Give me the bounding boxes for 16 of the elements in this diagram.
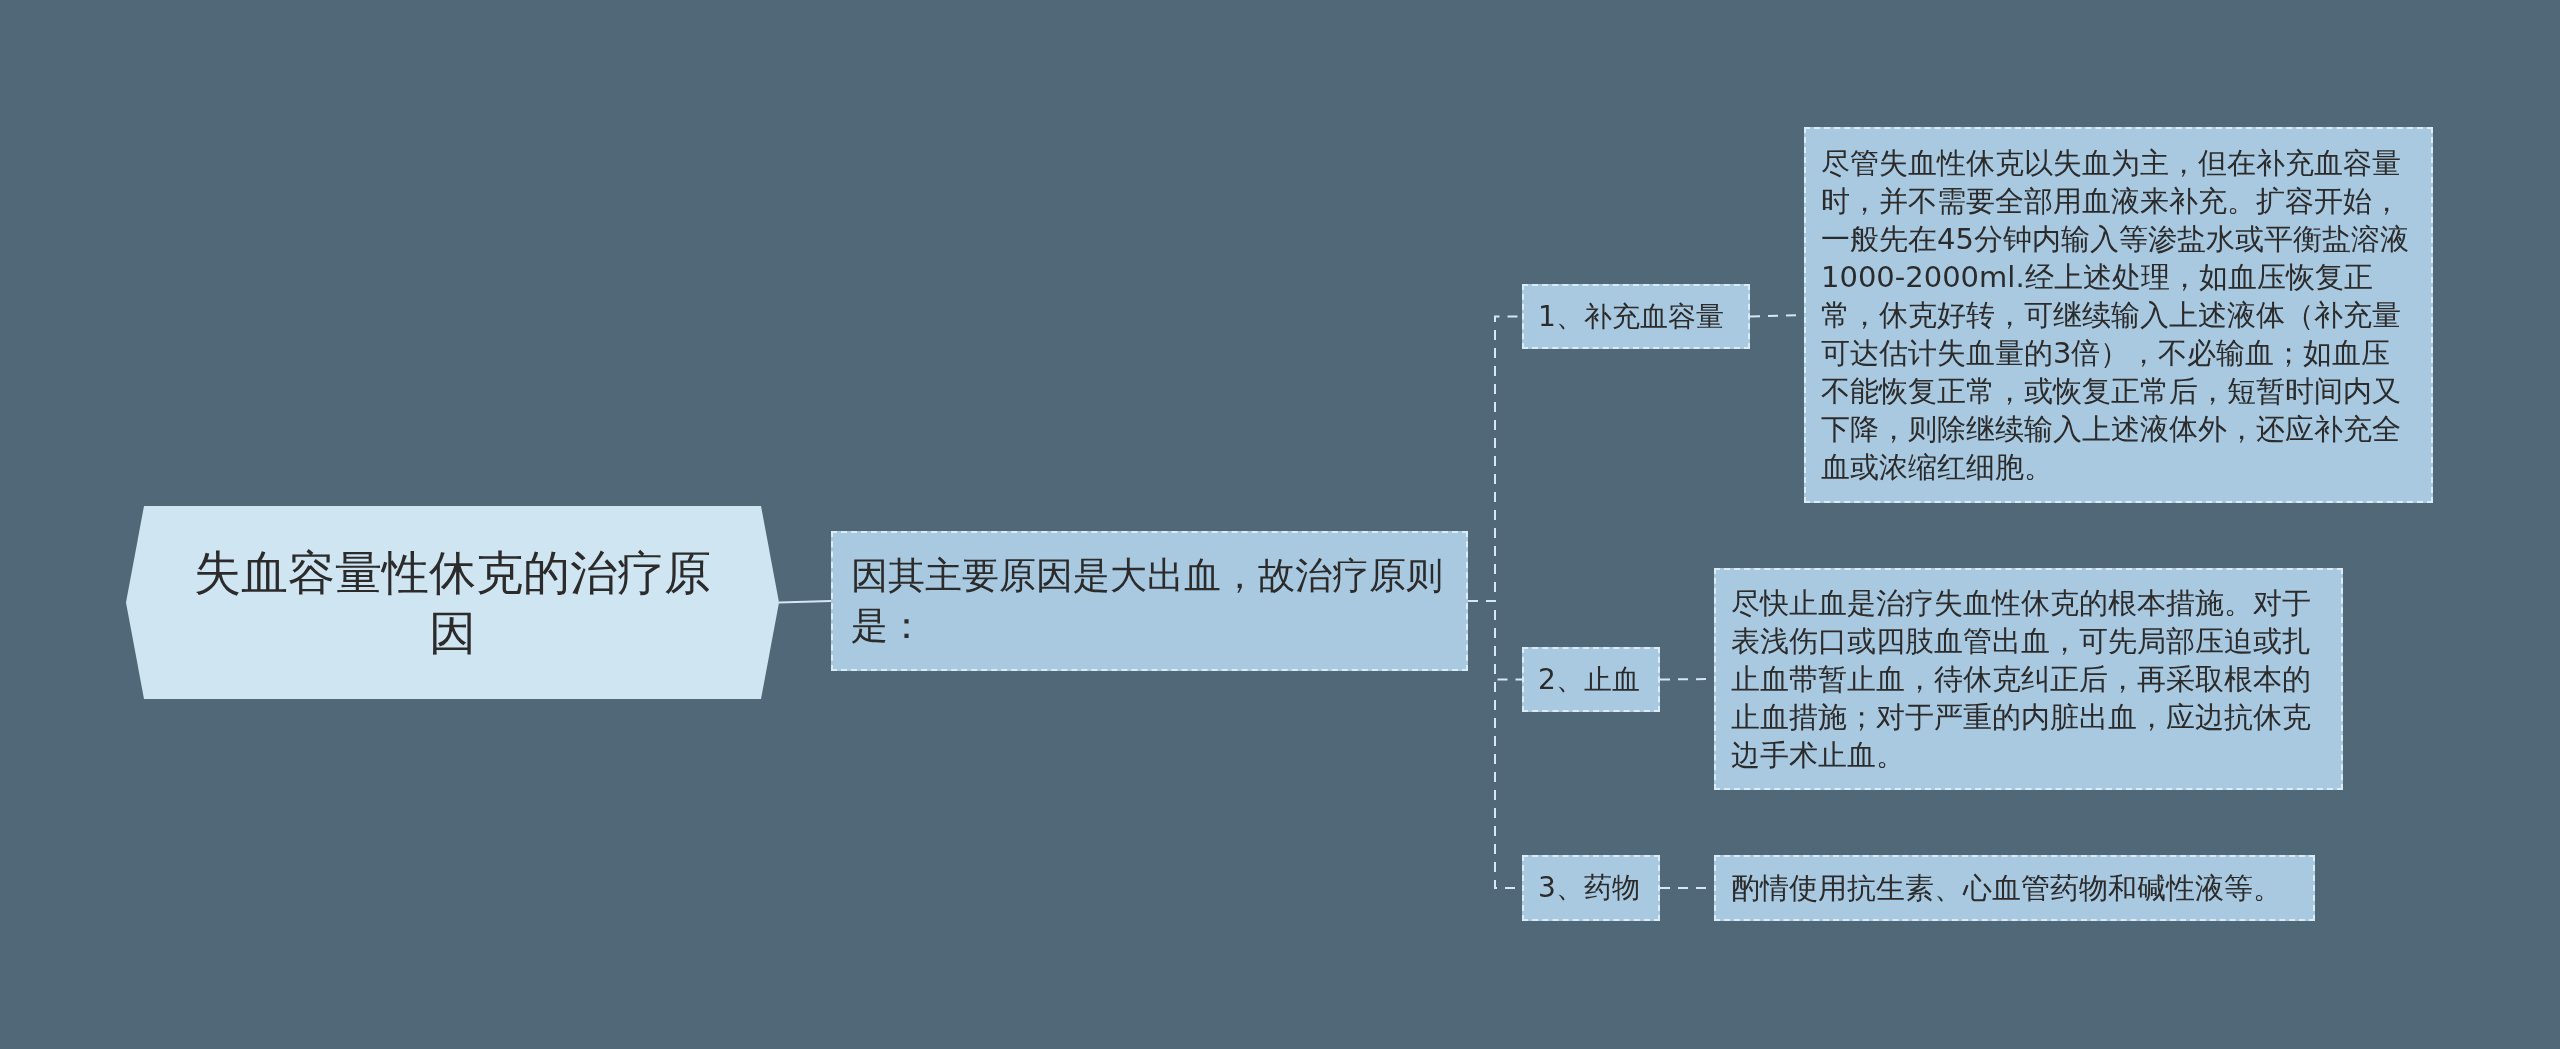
node-text: 1、补充血容量 <box>1537 298 1725 335</box>
node-text: 2、止血 <box>1537 661 1641 698</box>
node-text: 因其主要原因是大出血，故治疗原则是： <box>850 553 1444 649</box>
node-text: 尽管失血性休克以失血为主，但在补充血容量时，并不需要全部用血液来补充。扩容开始，一般先在45分钟内输入等渗盐水或平衡盐溶液1000-2000ml.经上述处理，如血压恢复正常，休克好转，可继续输入上述液体（补充量可达估计失血量的3倍），不必输血；如血压不能恢复正常，或恢复正常后，短暂时间内又下降，则除继续输入上述液体外，还应补充全血或浓缩红细胞。 <box>1820 145 2410 486</box>
node-text: 酌情使用抗生素、心血管药物和碱性液等。 <box>1730 870 2283 907</box>
note-box <box>1714 568 2343 790</box>
node-text: 3、药物 <box>1537 870 1641 906</box>
node-text: 尽快止血是治疗失血性休克的根本措施。对于表浅伤口或四肢血管出血，可先局部压迫或扎止血带暂止血，待休克纠正后，再采取根本的止血措施；对于严重的内脏出血，应边抗休克边手术止血。 <box>1730 585 2312 774</box>
central-topic <box>126 506 779 699</box>
node-text: 失血容量性休克的治疗原因 <box>193 543 712 662</box>
connector-line <box>778 600 832 604</box>
topic-box <box>831 531 1468 671</box>
subtopic-box <box>1522 647 1660 712</box>
note-box <box>1714 855 2315 921</box>
subtopic-box <box>1522 284 1750 349</box>
subtopic-box <box>1522 855 1660 921</box>
